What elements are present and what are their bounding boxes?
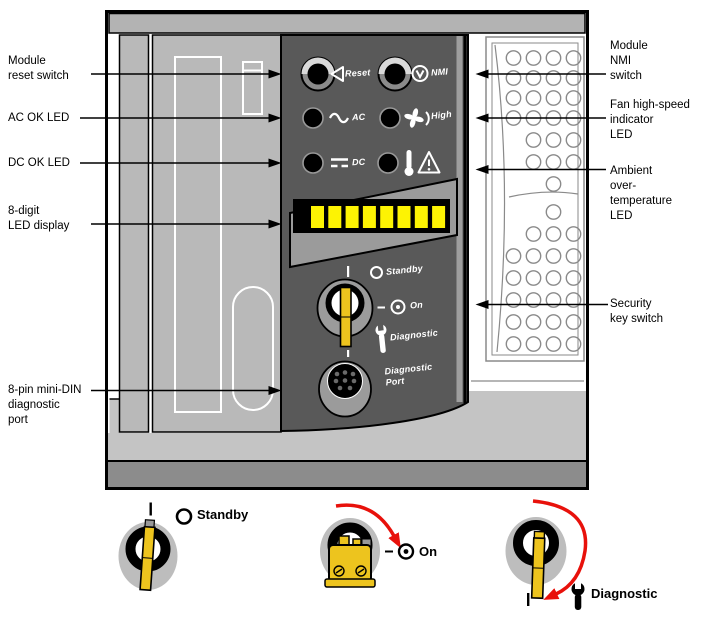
grille-mold-curve <box>494 44 506 353</box>
key-position-label-standby: Standby <box>197 507 249 522</box>
on-symbol-icon <box>377 299 406 315</box>
led-display-segments <box>311 206 446 228</box>
standby-symbol-icon <box>370 266 383 279</box>
panel-edge-stripe <box>456 36 463 402</box>
tick-mark <box>149 502 152 516</box>
key-on <box>324 535 376 588</box>
callout-mini-din-port: 8-pin mini-DIN diagnostic port <box>8 384 82 426</box>
key-position-standby <box>118 502 193 592</box>
callout-security-switch: Security key switch <box>610 298 664 325</box>
key-standby <box>139 519 156 592</box>
key-position-diagnostic <box>505 499 588 610</box>
ac-icon <box>328 112 350 124</box>
key-diagnostic <box>530 530 546 600</box>
diagnostic-port <box>318 360 372 418</box>
callout-arrows <box>80 69 608 395</box>
key-position-label-on: On <box>419 544 438 559</box>
reset-button <box>300 56 336 92</box>
panel-label-on: On <box>409 299 424 311</box>
latch-outline <box>242 61 263 115</box>
panel-seam-outline <box>174 56 222 413</box>
chassis-left-section <box>118 34 282 433</box>
panel-label-nmi: NMI <box>430 66 449 78</box>
tick-mark <box>527 593 530 606</box>
callout-fan-high-led: Fan high-speed indicator LED <box>610 99 690 141</box>
rotation-arrow-on <box>335 503 401 549</box>
tick-mark <box>347 266 350 277</box>
callout-module-reset: Module reset switch <box>8 55 69 82</box>
security-key-switch <box>316 266 374 357</box>
on-symbol-icon <box>397 543 415 560</box>
chassis-base-band <box>108 461 586 487</box>
callout-ambient-temp: Ambient over- temperature LED <box>610 165 673 222</box>
over-temp-led <box>377 152 399 174</box>
ac-ok-led <box>302 107 324 129</box>
key-position-on <box>320 503 415 588</box>
dc-icon <box>331 158 348 168</box>
key-position-label-diagnostic: Diagnostic <box>591 586 658 601</box>
tick-mark <box>347 350 350 357</box>
callout-led-display: 8-digit LED display <box>8 205 70 232</box>
thermometer-icon <box>404 150 414 176</box>
callout-ac-ok-led: AC OK LED <box>8 112 70 124</box>
vent-grille <box>471 36 585 382</box>
nmi-button <box>377 56 413 92</box>
standby-symbol-icon <box>175 508 193 525</box>
wrench-icon <box>571 582 585 610</box>
handle-outline <box>232 286 274 411</box>
panel-label-ac: AC <box>351 111 366 123</box>
panel-label-dc: DC <box>351 156 366 168</box>
panel-label-high: High <box>430 108 453 122</box>
dc-ok-led <box>302 152 324 174</box>
callout-dc-ok-led: DC OK LED <box>8 157 70 169</box>
wrench-icon <box>375 323 387 353</box>
nmi-icon <box>411 65 429 82</box>
panel-label-reset: Reset <box>344 67 371 79</box>
control-panel <box>280 34 469 433</box>
chassis-top-band <box>108 12 586 34</box>
fan-high-led <box>379 107 401 129</box>
reset-icon <box>330 66 344 82</box>
warning-triangle-icon <box>417 151 441 174</box>
rotation-arrow-diagnostic <box>532 499 588 600</box>
callout-module-nmi: Module NMI switch <box>610 40 648 82</box>
